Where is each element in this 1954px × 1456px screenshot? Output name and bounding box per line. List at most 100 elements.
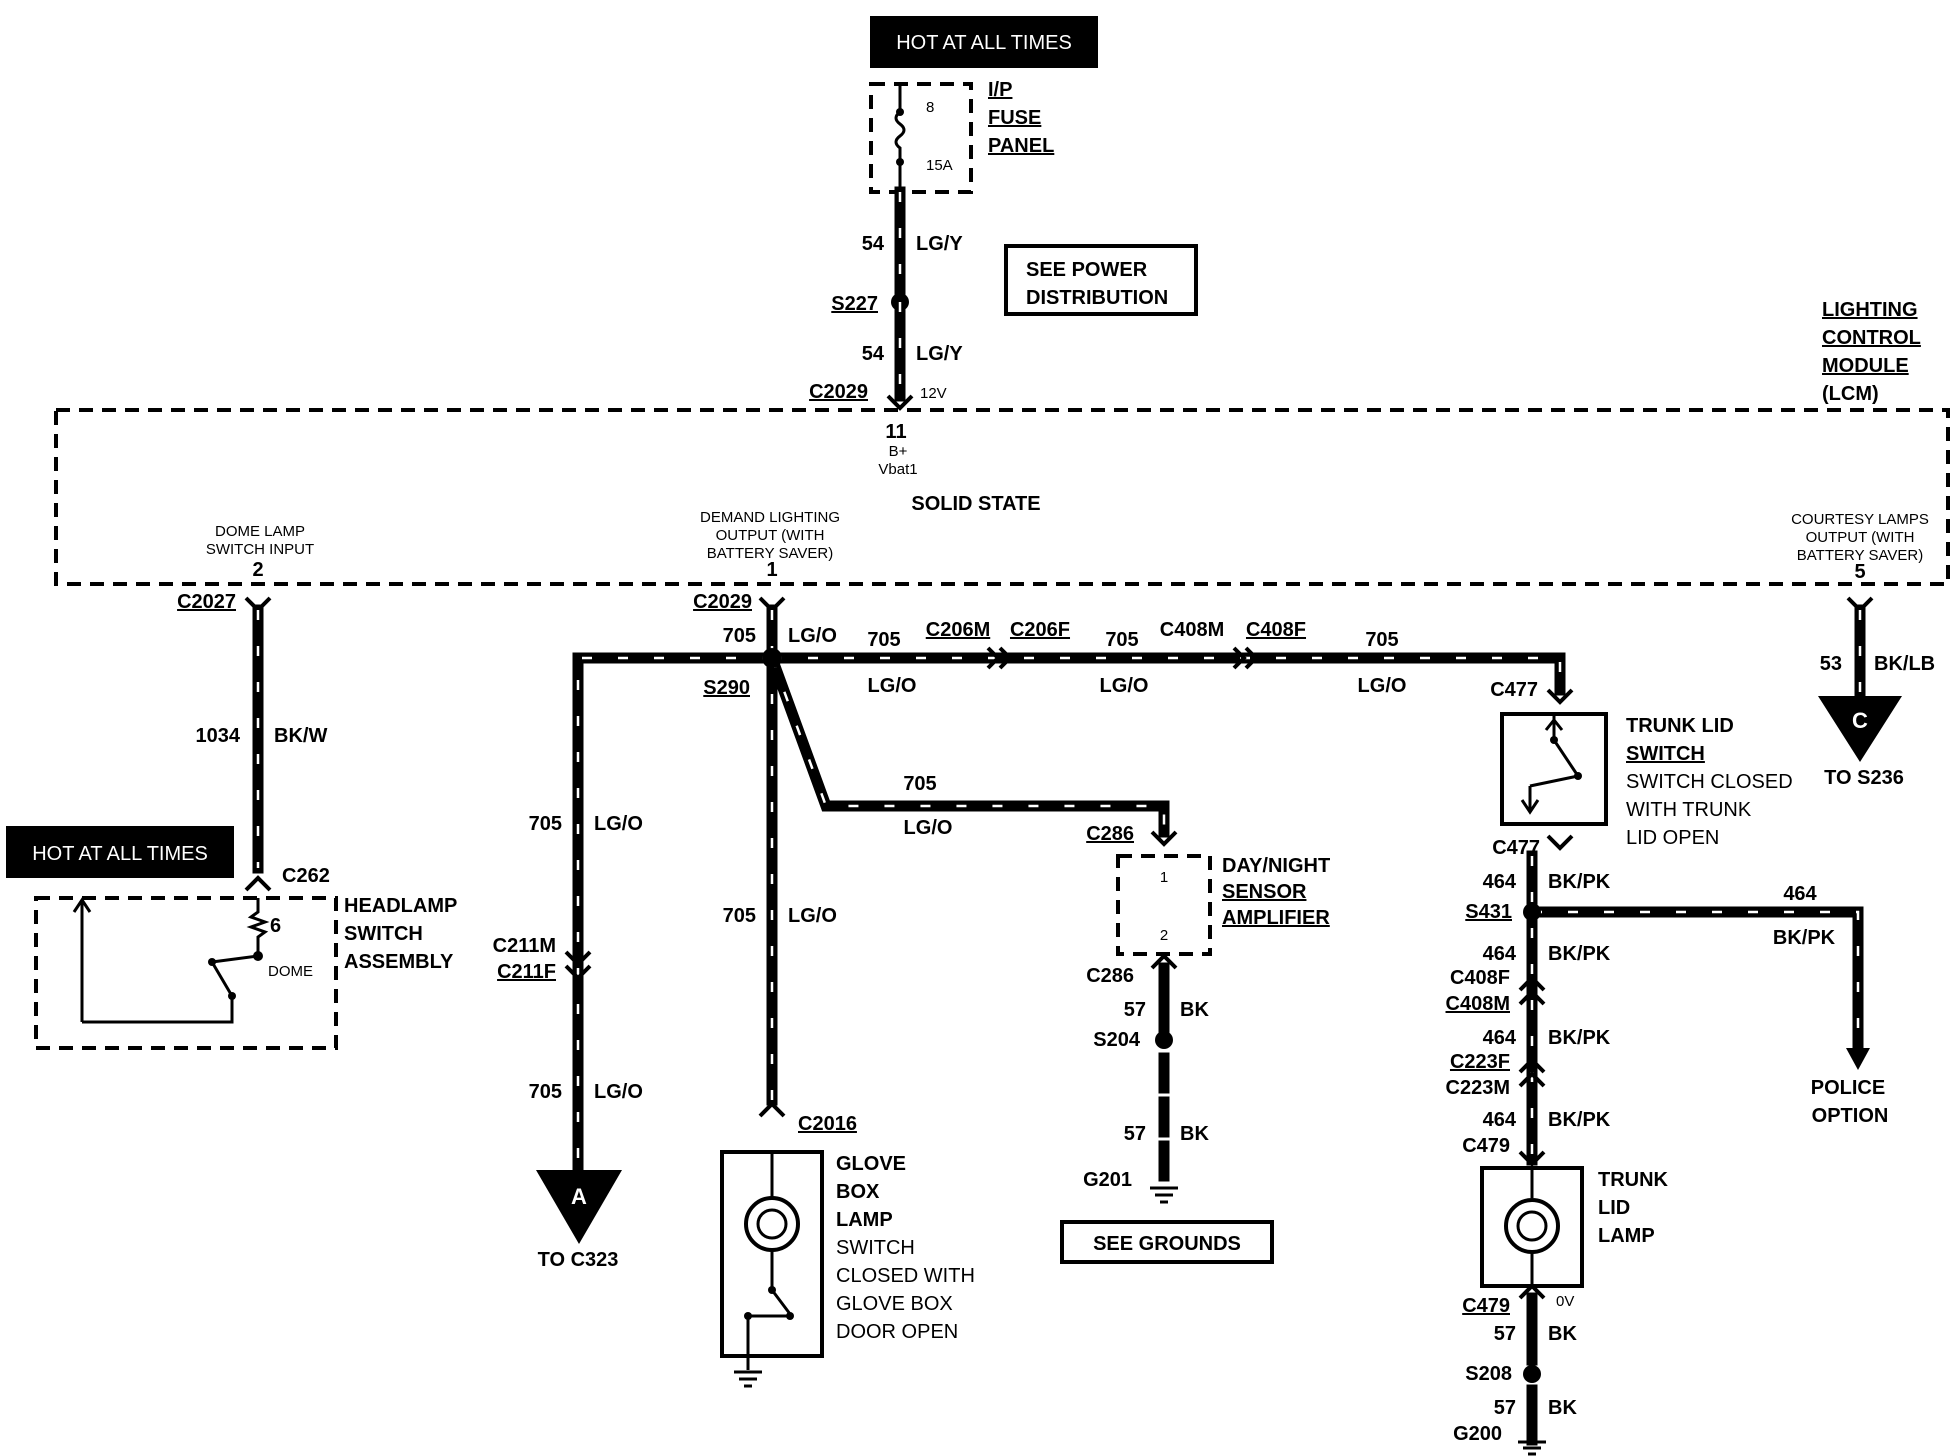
fuse-panel-label-3: PANEL	[988, 135, 1054, 157]
lcm-pin1-label-3: BATTERY SAVER)	[707, 545, 833, 562]
connector-c477-bottom-icon	[1546, 834, 1574, 851]
fuse-icon	[894, 84, 906, 192]
lcm-bplus: B+	[889, 443, 908, 460]
wire-57-trunk-b-number: 57	[1494, 1397, 1516, 1419]
wire-464-b-color: BK/PK	[1548, 943, 1611, 965]
connector-c206m: C206M	[926, 619, 990, 641]
splice-s208-label: S208	[1465, 1363, 1512, 1385]
lcm-module-box	[54, 408, 1950, 586]
glove-box-bulb-icon	[744, 1196, 800, 1252]
headlamp-switch-contact	[210, 954, 259, 997]
lcm-title-3: MODULE	[1822, 355, 1909, 377]
wire-705-h-color: LG/O	[904, 817, 953, 839]
lcm-title-1: LIGHTING	[1822, 299, 1918, 321]
see-grounds-label: SEE GROUNDS	[1093, 1233, 1241, 1255]
police-option-label-1: POLICE	[1811, 1077, 1885, 1099]
wire-705-d-number: 705	[1365, 629, 1398, 651]
fuse-number: 8	[926, 99, 934, 116]
lcm-pin1-label-1: DEMAND LIGHTING	[700, 509, 840, 526]
connector-c408-icon	[1232, 646, 1259, 670]
connector-c2016: C2016	[798, 1113, 857, 1135]
wire-705-d-color: LG/O	[1358, 675, 1407, 697]
wire-53-number: 53	[1820, 653, 1842, 675]
connector-c477-top: C477	[1490, 679, 1538, 701]
splice-s204	[1155, 1031, 1173, 1049]
off-page-c-icon	[1818, 696, 1902, 762]
splice-s208	[1523, 1365, 1541, 1383]
sensor-pin-2: 2	[1160, 927, 1168, 944]
connector-c286-bottom-icon	[1150, 953, 1178, 970]
connector-c408f: C408F	[1246, 619, 1306, 641]
ground-g200-label: G200	[1453, 1423, 1502, 1445]
wire-54-number-b: 54	[862, 343, 885, 365]
resistor-icon	[246, 898, 270, 956]
splice-s204-label: S204	[1093, 1029, 1141, 1051]
wire-464-d-number: 464	[1483, 1109, 1517, 1131]
wire-705-f-color: LG/O	[594, 1081, 643, 1103]
wire-57-trunk-a-number: 57	[1494, 1323, 1516, 1345]
wire-57-b-number: 57	[1124, 1123, 1146, 1145]
splice-s431-label: S431	[1465, 901, 1512, 923]
wire-705-c-number: 705	[1105, 629, 1138, 651]
hot-at-all-times-top: HOT AT ALL TIMES	[896, 32, 1072, 54]
hot-at-all-times-tag-left	[6, 826, 234, 878]
splice-s290-label: S290	[703, 677, 750, 699]
off-page-c-label: TO S236	[1824, 767, 1904, 789]
see-grounds-box	[1060, 1220, 1274, 1264]
lcm-pin-5: 5	[1854, 561, 1865, 583]
trunk-switch-note-3: LID OPEN	[1626, 827, 1719, 849]
glove-box-switch-icon	[748, 1289, 792, 1318]
trunk-lamp-label-2: LID	[1598, 1197, 1630, 1219]
glove-label-3: LAMP	[836, 1209, 893, 1231]
headlamp-label-1: HEADLAMP	[344, 895, 457, 917]
off-page-a-icon	[536, 1170, 622, 1244]
fuse-panel-label-1: I/P	[988, 79, 1012, 101]
lcm-pin-1: 1	[766, 559, 777, 581]
wire-53-color: BK/LB	[1874, 653, 1935, 675]
connector-c2029-top-icon	[886, 394, 914, 411]
trunk-switch-label-2: SWITCH	[1626, 743, 1705, 765]
headlamp-internal-circuit	[72, 897, 234, 1024]
headlamp-label-3: ASSEMBLY	[344, 951, 454, 973]
glove-label-1: GLOVE	[836, 1153, 906, 1175]
connector-c2029-top: C2029	[809, 381, 868, 403]
lcm-pin-11: 11	[885, 421, 906, 443]
trunk-switch-note-2: WITH TRUNK	[1626, 799, 1752, 821]
headlamp-pin-6: 6	[270, 915, 281, 937]
lcm-pin2-label-1: DOME LAMP	[215, 523, 305, 540]
fuse-panel-label-2: FUSE	[988, 107, 1041, 129]
wire-464-a-number: 464	[1483, 871, 1517, 893]
lcm-vbatt: Vbat1	[878, 461, 917, 478]
wire-464-a-color: BK/PK	[1548, 871, 1611, 893]
wire-705-right-run	[766, 652, 1566, 696]
connector-c223-icon	[1518, 1057, 1546, 1088]
connector-c206-icon	[986, 646, 1013, 670]
trunk-lamp-bulb-icon	[1504, 1198, 1560, 1254]
fuse-panel-box	[869, 82, 973, 194]
glove-switch-note-1: SWITCH	[836, 1237, 915, 1259]
lcm-pin5-label-2: OUTPUT (WITH	[1806, 529, 1915, 546]
connector-c479-bottom: C479	[1462, 1295, 1510, 1317]
connector-c479-top: C479	[1462, 1135, 1510, 1157]
trunk-switch-label-1: TRUNK LID	[1626, 715, 1734, 737]
voltage-12v: 12V	[920, 385, 947, 402]
connector-c211m: C211M	[493, 935, 556, 957]
wire-57-a-number: 57	[1124, 999, 1146, 1021]
sensor-label-1: DAY/NIGHT	[1222, 855, 1330, 877]
headlamp-dome-label: DOME	[268, 963, 313, 980]
glove-switch-note-2: CLOSED WITH	[836, 1265, 975, 1287]
lcm-pin1-label-2: OUTPUT (WITH	[716, 527, 825, 544]
trunk-switch-note-1: SWITCH CLOSED	[1626, 771, 1793, 793]
wire-705-e-number: 705	[529, 813, 562, 835]
wire-1034-number: 1034	[196, 725, 241, 747]
hot-at-all-times-left: HOT AT ALL TIMES	[32, 843, 208, 865]
wire-705-a-number: 705	[723, 625, 756, 647]
wire-705-b-number: 705	[867, 629, 900, 651]
police-option-arrow-icon	[1846, 1048, 1870, 1070]
connector-c206f: C206F	[1010, 619, 1070, 641]
connector-c477-top-icon	[1546, 688, 1574, 705]
connector-c286-top-icon	[1150, 830, 1178, 847]
lcm-pin5-label-1: COURTESY LAMPS	[1791, 511, 1929, 528]
connector-c223f: C223F	[1450, 1051, 1510, 1073]
off-page-a-letter: A	[571, 1184, 587, 1209]
